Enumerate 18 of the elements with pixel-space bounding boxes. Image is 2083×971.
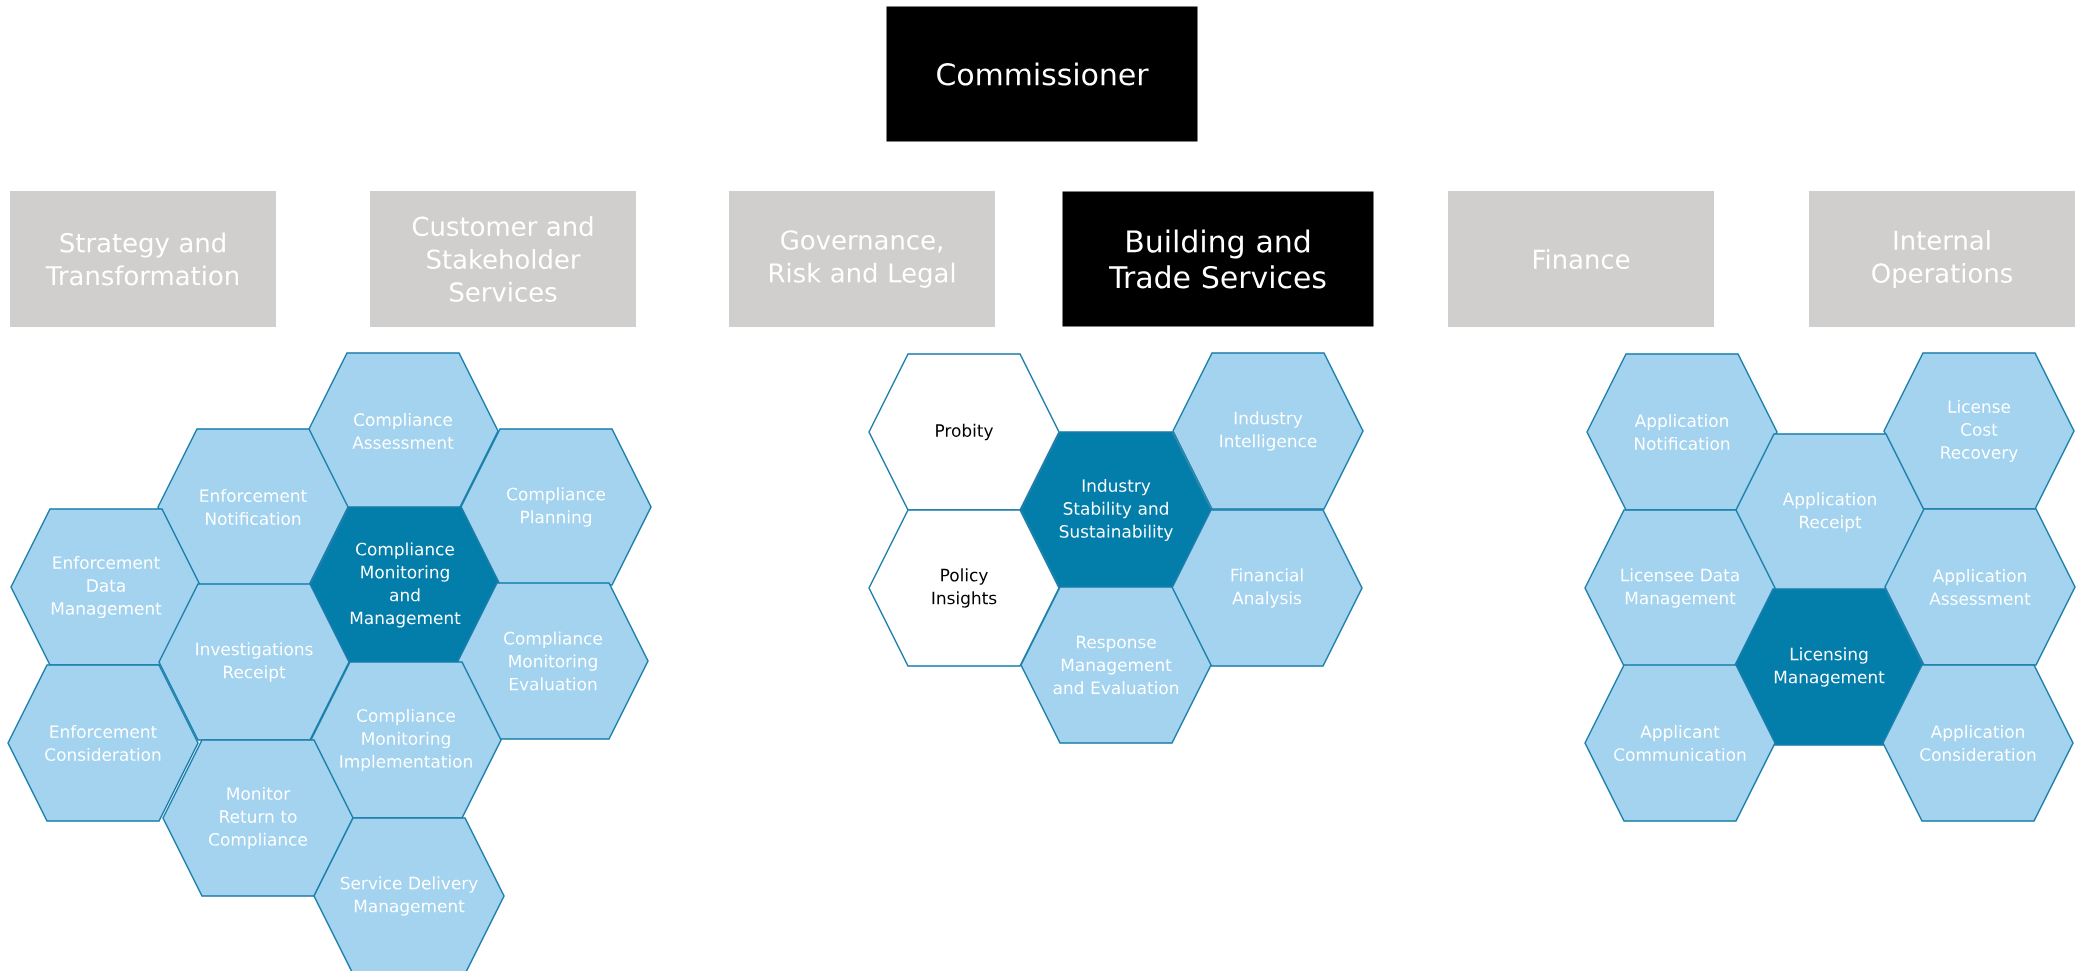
hexagon-tile: Compliance Assessment xyxy=(307,352,499,510)
hexagon-tile: License Cost Recovery xyxy=(1883,352,2075,510)
hexagon-tile: Probity xyxy=(868,353,1060,511)
hexagon-tile: Industry Intelligence xyxy=(1172,352,1364,510)
hexagon-tile: Policy Insights xyxy=(868,509,1060,667)
hexagon-tile: Service Delivery Management xyxy=(313,817,505,971)
hexagon-tile: Application Assessment xyxy=(1884,508,2076,666)
hexagon-tile: Response Management and Evaluation xyxy=(1020,586,1212,744)
hexagon-tile: Licensee Data Management xyxy=(1584,509,1776,667)
hexagon-tile: Enforcement Consideration xyxy=(7,664,199,822)
hexagon-tile: Compliance Planning xyxy=(460,428,652,586)
hexagon-tile: Applicant Communication xyxy=(1584,664,1776,822)
hexagon-tile: Compliance Monitoring Implementation xyxy=(310,661,502,819)
node-label: License Cost Recovery xyxy=(1941,399,2018,463)
hexagon-tile: Industry Stability and Sustainability xyxy=(1020,431,1212,589)
department-box: Building and Trade Services xyxy=(1062,191,1374,327)
hexagon-tile: Application Notification xyxy=(1586,353,1778,511)
department-box: Commissioner xyxy=(886,6,1198,142)
